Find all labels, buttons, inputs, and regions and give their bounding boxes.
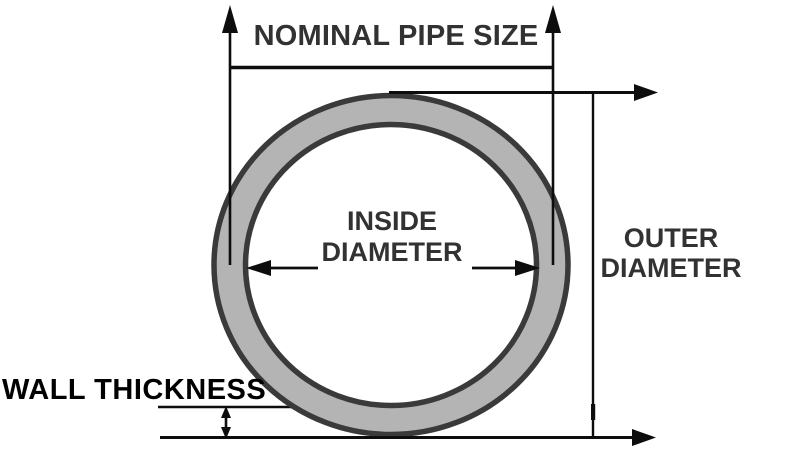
nominal-pipe-size-label: NOMINAL PIPE SIZE <box>253 20 539 52</box>
inside-diameter-left-arrowhead-icon <box>246 260 271 276</box>
inside-diameter-label-line2: DIAMETER <box>321 237 463 267</box>
outer-diameter-top-right-arrowhead-icon <box>634 84 658 101</box>
nominal-left-up-arrowhead-icon <box>222 5 238 33</box>
wall-thickness-label: WALL THICKNESS <box>2 374 267 406</box>
nominal-right-up-arrowhead-icon <box>545 5 561 33</box>
inside-diameter-right-arrowhead-icon <box>515 260 540 276</box>
outer-diameter-label-line1: OUTER <box>623 223 719 253</box>
outer-diameter-bottom-right-arrowhead-icon <box>632 429 656 446</box>
inside-diameter-label: INSIDE DIAMETER <box>322 206 463 268</box>
outer-diameter-label: OUTER DIAMETER <box>601 223 742 283</box>
wall-thickness-up-arrowhead-icon <box>221 406 231 418</box>
outer-diameter-vertical-tick <box>591 404 596 420</box>
inside-diameter-label-line1: INSIDE <box>346 206 438 236</box>
outer-diameter-label-line2: DIAMETER <box>600 253 742 283</box>
pipe-bore <box>242 121 540 409</box>
wall-thickness-down-arrowhead-icon <box>221 427 231 439</box>
